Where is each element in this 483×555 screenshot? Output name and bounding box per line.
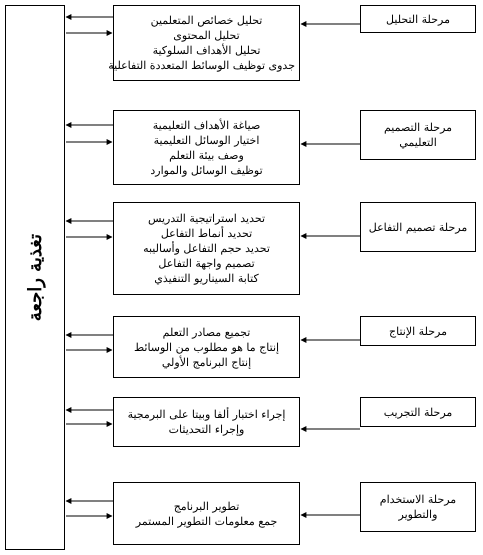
stage-box-production: مرحلة الإنتاج — [360, 316, 476, 346]
content-item: تحديد حجم التفاعل وأساليبه — [143, 242, 270, 255]
content-item: تجميع مصادر التعلم — [162, 325, 251, 339]
content-item: كتابة السيناريو التنفيذي — [154, 272, 259, 285]
content-item: إنتاج البرنامج الأولي — [161, 355, 252, 369]
stage-box-design: مرحلة التصميم التعليمي — [360, 110, 476, 160]
stage-box-interaction: مرحلة تصميم التفاعل — [360, 202, 476, 252]
stage-box-usage: مرحلة الاستخدام والتطوير — [360, 482, 476, 532]
content-box-testing: إجراء اختبار ألفا وبيتا على البرمجية وإج… — [113, 397, 300, 447]
stage-box-analysis: مرحلة التحليل — [360, 5, 476, 33]
content-box-usage: تطوير البرنامج جمع معلومات التطوير المست… — [113, 482, 300, 545]
content-box-interaction: تحديد استراتيجية التدريس تحديد أنماط الت… — [113, 202, 300, 295]
content-item: إنتاج ما هو مطلوب من الوسائط — [133, 340, 280, 354]
stage-label: مرحلة التصميم التعليمي — [383, 121, 453, 149]
stage-label: مرحلة التجريب — [383, 405, 453, 419]
content-item: وصف بيئة التعلم — [169, 148, 244, 162]
stage-label: مرحلة تصميم التفاعل — [368, 220, 468, 234]
content-item: صياغة الأهداف التعليمية — [152, 118, 261, 132]
content-item: اختيار الوسائل التعليمية — [153, 133, 260, 147]
content-box-analysis: تحليل خصائص المتعلمين تحليل المحتوى تحلي… — [108, 5, 300, 81]
content-item: تصميم واجهة التفاعل — [158, 257, 255, 270]
content-box-design: صياغة الأهداف التعليمية اختيار الوسائل ا… — [113, 110, 300, 185]
content-item: تحليل خصائص المتعلمين — [150, 14, 263, 27]
content-item: تطوير البرنامج — [173, 499, 240, 513]
content-item: جمع معلومات التطوير المستمر — [135, 514, 278, 528]
stage-label: مرحلة الاستخدام والتطوير — [379, 493, 457, 521]
content-item: جدوى توظيف الوسائط المتعددة التفاعلية — [108, 59, 295, 72]
content-item: توظيف الوسائل والموارد — [150, 163, 263, 177]
content-box-production: تجميع مصادر التعلم إنتاج ما هو مطلوب من … — [113, 316, 300, 378]
stage-box-testing: مرحلة التجريب — [360, 397, 476, 427]
stage-label: مرحلة الإنتاج — [389, 324, 447, 338]
content-item: تحليل الأهداف السلوكية — [152, 44, 261, 57]
content-item: تحليل المحتوى — [173, 29, 240, 42]
content-item: تحديد استراتيجية التدريس — [147, 212, 266, 225]
content-item: وإجراء التحديثات — [168, 423, 245, 436]
stage-label: مرحلة التحليل — [386, 12, 450, 26]
content-item: إجراء اختبار ألفا وبيتا على البرمجية — [127, 408, 286, 421]
feedback-box: تغذية راجعة — [5, 5, 65, 550]
content-item: تحديد أنماط التفاعل — [160, 227, 253, 240]
